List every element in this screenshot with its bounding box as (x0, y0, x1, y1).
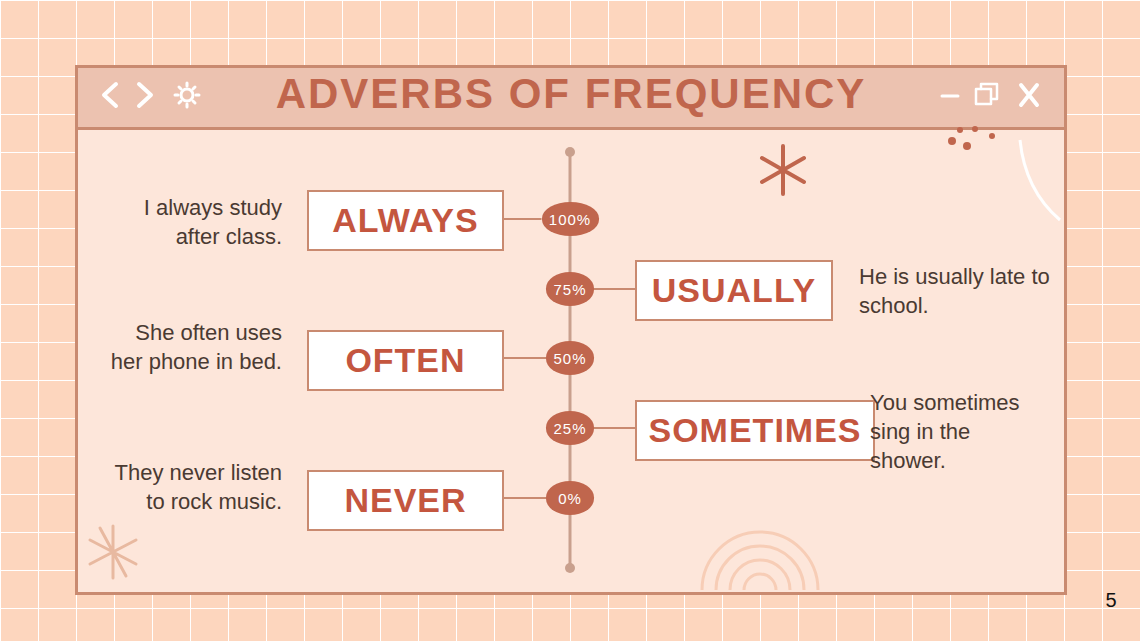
connector-line (504, 357, 546, 359)
adverb-box: SOMETIMES (635, 400, 875, 461)
percent-text: 100% (549, 211, 591, 228)
adverb-box: OFTEN (307, 330, 504, 391)
adverb-box: USUALLY (635, 260, 833, 321)
percent-text: 75% (553, 281, 586, 298)
connector-line (594, 288, 635, 290)
percent-badge: 25% (546, 411, 594, 445)
adverb-text: USUALLY (652, 271, 816, 310)
adverb-text: NEVER (344, 481, 466, 520)
asterisk (762, 146, 804, 194)
adverb-box: NEVER (307, 470, 504, 531)
page-number: 5 (1096, 586, 1126, 615)
dots (948, 126, 995, 150)
example-sentence: They never listen to rock music. (100, 458, 282, 516)
adverb-box: ALWAYS (307, 190, 504, 251)
connector-line (594, 427, 635, 429)
timeline-dot (565, 563, 575, 573)
percent-text: 0% (558, 490, 582, 507)
adverb-text: OFTEN (345, 341, 465, 380)
adverb-text: SOMETIMES (648, 411, 861, 450)
pale-asterisk (90, 526, 136, 578)
adverb-text: ALWAYS (332, 201, 478, 240)
percent-badge: 0% (546, 481, 594, 515)
connector-line (504, 218, 542, 220)
percent-badge: 75% (546, 272, 594, 306)
example-sentence: She often uses her phone in bed. (100, 318, 282, 376)
percent-text: 25% (553, 420, 586, 437)
percent-badge: 50% (546, 341, 594, 375)
percent-badge: 100% (542, 202, 599, 236)
example-sentence: He is usually late to school. (859, 262, 1059, 320)
example-sentence: You sometimes sing in the shower. (870, 388, 1052, 475)
connector-line (504, 497, 546, 499)
example-sentence: I always study after class. (100, 193, 282, 251)
timeline-dot (565, 147, 575, 157)
white-arc (1020, 140, 1060, 220)
rainbow-arcs (702, 532, 818, 590)
percent-text: 50% (553, 350, 586, 367)
title-text: ADVERBS OF FREQUENCY (75, 70, 1067, 118)
